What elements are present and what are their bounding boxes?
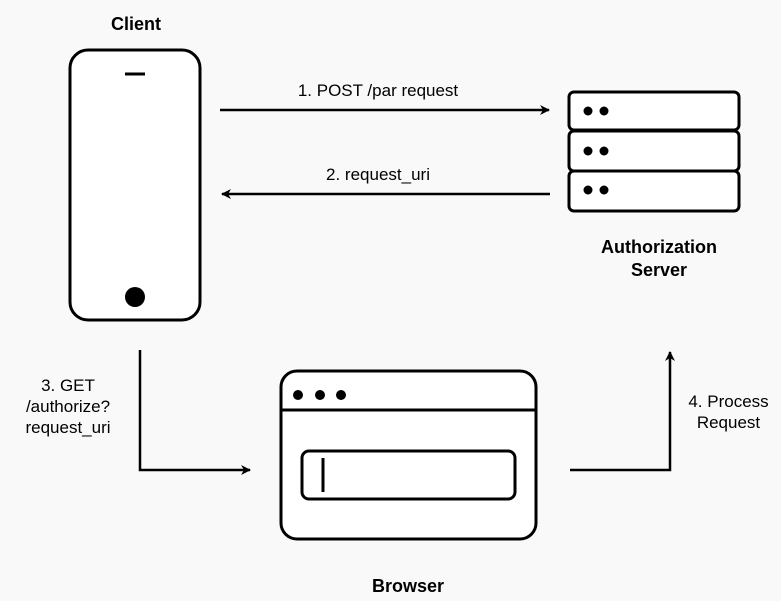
browser-label: Browser (371, 576, 445, 596)
edge-label-process-request-line2: Request (696, 413, 761, 432)
smartphone-icon (68, 48, 202, 322)
client-label: Client (110, 14, 161, 34)
auth-server-label: Authorization Server (574, 236, 744, 282)
edge-label-request-uri: 2. request_uri (326, 165, 430, 184)
edge-label-post-par: 1. POST /par request (297, 81, 459, 100)
edge-label-get-authorize-line2: /authorize? (25, 397, 111, 416)
auth-server-label-line1: Authorization (601, 237, 717, 257)
edge-label-get-authorize-line1: 3. GET (41, 376, 95, 395)
arrow-process-request (570, 351, 675, 472)
edge-label-process-request-line1: 4. Process (688, 392, 769, 411)
edge-label-process-request: 4. Process Request (676, 391, 781, 433)
server-rack-icon (567, 90, 741, 213)
arrow-get-authorize (138, 350, 251, 475)
edge-label-get-authorize: 3. GET /authorize? request_uri (8, 375, 128, 438)
browser-window-icon (279, 369, 538, 541)
edge-label-get-authorize-line3: request_uri (25, 418, 111, 437)
auth-server-label-line2: Server (630, 260, 688, 280)
